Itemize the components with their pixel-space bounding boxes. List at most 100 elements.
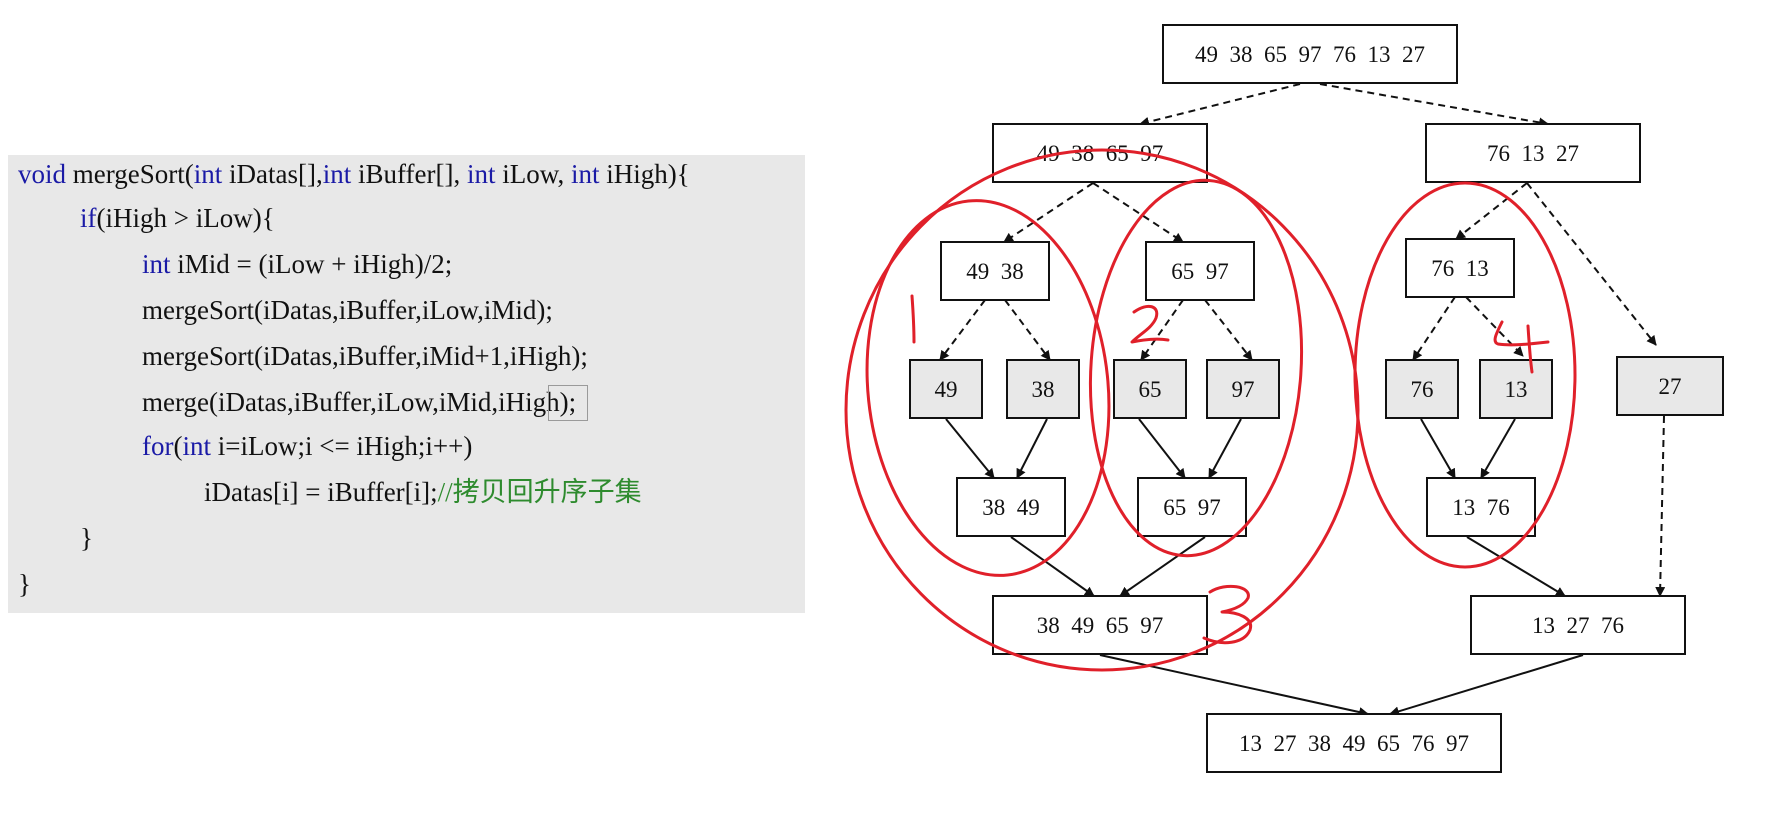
node-box <box>909 359 983 419</box>
code-comment: //拷贝回升序子集 <box>437 477 642 507</box>
node-label: 27 <box>1659 374 1682 399</box>
node-box <box>1145 241 1255 301</box>
code-keyword: int <box>182 431 211 461</box>
edge-38496597-to-final <box>1099 654 1369 717</box>
node-6597m: 65 97 <box>1137 477 1247 537</box>
edge-132776-to-final <box>1389 654 1584 717</box>
node-label: 13 76 <box>1452 495 1510 520</box>
code-keyword: int <box>193 159 223 189</box>
edge-root-to-left <box>1139 83 1301 127</box>
node-label: 76 13 <box>1431 256 1489 281</box>
code-token: iLow, <box>495 159 571 189</box>
edge-6597-to-65 <box>1140 299 1184 361</box>
node-box <box>1162 24 1458 84</box>
edge-3849-to-38496597 <box>1010 536 1095 597</box>
edge-7613-to-76 <box>1412 296 1456 361</box>
code-token: mergeSort( <box>66 159 194 189</box>
group-1-ellipse <box>865 199 1111 577</box>
node-label: 49 38 <box>966 259 1024 284</box>
node-root: 49 38 65 97 76 13 27 <box>1162 24 1458 84</box>
node-box <box>1113 359 1187 419</box>
node-65: 65 <box>1113 359 1187 419</box>
code-token: iDatas[i] = iBuffer[i]; <box>204 477 438 507</box>
node-3849: 38 49 <box>956 477 1066 537</box>
node-box <box>1479 359 1553 419</box>
digit-4-mark <box>1493 320 1550 374</box>
edge-left-to-4938 <box>1003 182 1094 243</box>
node-label: 38 49 <box>982 495 1040 520</box>
node-box <box>992 123 1208 183</box>
edge-6597m-to-38496597 <box>1119 536 1206 597</box>
code-line: int iMid = (iLow + iHigh)/2; <box>142 245 452 283</box>
code-line: } <box>80 519 93 557</box>
node-box <box>940 241 1050 301</box>
node-49: 49 <box>909 359 983 419</box>
code-token: mergeSort(iDatas,iBuffer,iMid+1,iHigh); <box>142 341 588 371</box>
code-token: (iHigh > iLow){ <box>96 203 275 233</box>
node-box <box>1425 123 1641 183</box>
code-token: } <box>80 523 93 553</box>
node-box <box>1206 713 1502 773</box>
node-label: 76 13 27 <box>1487 141 1579 166</box>
node-label: 38 49 65 97 <box>1037 613 1164 638</box>
node-1376: 13 76 <box>1426 477 1536 537</box>
node-box <box>1006 359 1080 419</box>
node-label: 65 97 <box>1171 259 1229 284</box>
code-token: } <box>18 569 31 599</box>
node-13: 13 <box>1479 359 1553 419</box>
digit-2-mark <box>1130 304 1170 344</box>
node-box <box>956 477 1066 537</box>
code-keyword: int <box>322 159 352 189</box>
node-38496597: 38 49 65 97 <box>992 595 1208 655</box>
edge-97-to-6597m <box>1208 418 1242 479</box>
node-4938: 49 38 <box>940 241 1050 301</box>
node-label: 76 <box>1411 377 1434 402</box>
code-token: iMid = (iLow + iHigh)/2; <box>170 249 453 279</box>
edge-49-to-3849 <box>945 418 995 479</box>
edge-4938-to-38 <box>1004 299 1051 361</box>
edge-65-to-6597m <box>1138 418 1186 479</box>
node-box <box>1405 238 1515 298</box>
node-7613: 76 13 <box>1405 238 1515 298</box>
edge-13-to-1376 <box>1480 418 1516 479</box>
code-line: mergeSort(iDatas,iBuffer,iMid+1,iHigh); <box>142 337 588 375</box>
code-line: } <box>18 565 31 603</box>
code-keyword: int <box>142 249 171 279</box>
node-box <box>1616 356 1724 416</box>
digit-3-mark <box>1202 584 1253 645</box>
group-4-ellipse <box>1353 181 1577 569</box>
node-38: 38 <box>1006 359 1080 419</box>
node-box <box>1206 359 1280 419</box>
code-keyword: int <box>466 159 496 189</box>
edge-6597-to-97 <box>1204 299 1253 361</box>
node-box <box>1137 477 1247 537</box>
node-label: 65 <box>1139 377 1162 402</box>
edge-38-to-3849 <box>1016 418 1048 479</box>
node-label: 49 <box>935 377 958 402</box>
node-final: 13 27 38 49 65 76 97 <box>1206 713 1502 773</box>
text-cursor-box: ); <box>547 383 587 421</box>
annotation-layer <box>844 148 1577 672</box>
code-keyword: for <box>142 431 174 461</box>
edge-root-to-right <box>1319 83 1549 128</box>
code-line: mergeSort(iDatas,iBuffer,iLow,iMid); <box>142 291 553 329</box>
code-line: merge(iDatas,iBuffer,iLow,iMid,iHigh); <box>142 383 587 421</box>
node-6597: 65 97 <box>1145 241 1255 301</box>
edge-4938-to-49 <box>939 299 986 361</box>
edge-76-to-1376 <box>1420 418 1456 479</box>
code-keyword: int <box>570 159 600 189</box>
node-76: 76 <box>1385 359 1459 419</box>
code-token: iHigh){ <box>599 159 690 189</box>
node-27: 27 <box>1616 356 1724 416</box>
node-box <box>1385 359 1459 419</box>
node-97: 97 <box>1206 359 1280 419</box>
node-label: 13 27 38 49 65 76 97 <box>1239 731 1469 756</box>
node-box <box>992 595 1208 655</box>
node-label: 49 38 65 97 76 13 27 <box>1195 42 1425 67</box>
group-2-ellipse <box>1088 178 1304 558</box>
code-line: if(iHigh > iLow){ <box>80 199 275 237</box>
code-keyword: if <box>80 203 97 233</box>
digit-1-mark <box>910 294 916 344</box>
edge-left-to-6597 <box>1092 182 1184 243</box>
